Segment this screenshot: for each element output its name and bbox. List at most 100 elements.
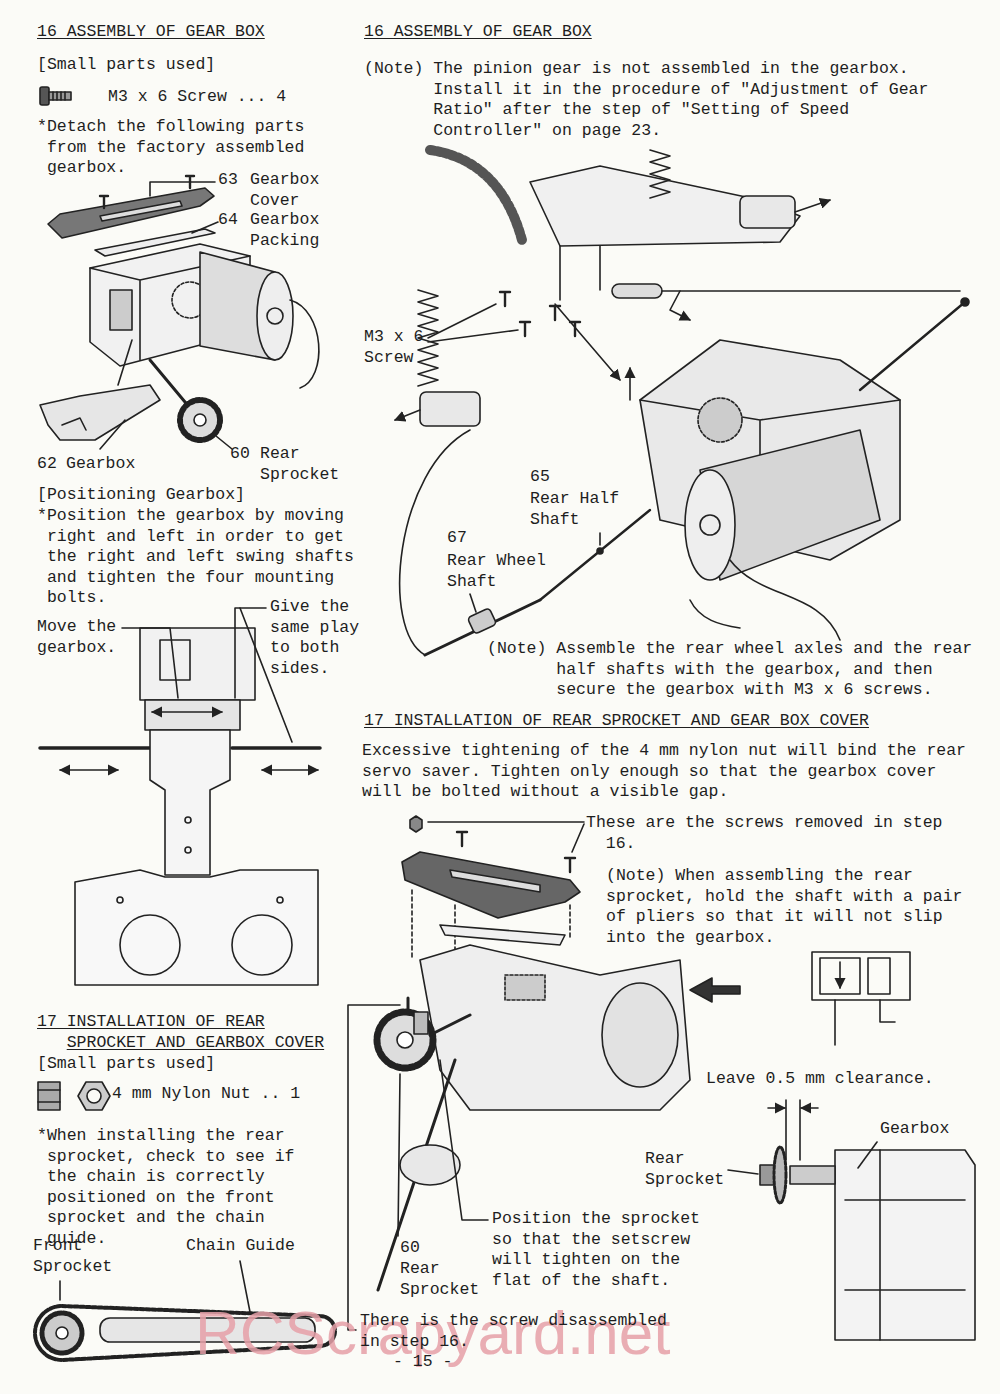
rear-end-illustration-part: [740, 196, 795, 228]
rear-end-illustration-part: [420, 392, 480, 426]
chain-guide-illustration-part: [56, 1327, 68, 1339]
rear-end-illustration-part: [700, 515, 720, 535]
callout-text: These are the screws removed in step 16.: [586, 813, 957, 854]
nut-icon-part: [87, 1089, 101, 1103]
sprocket-cover-illustration-part: [348, 1005, 400, 1330]
parts-heading: [Small parts used]: [37, 1054, 215, 1075]
positioning-illustration-part: [140, 628, 255, 700]
rear-end-illustration-part: [662, 290, 960, 292]
sprocket-cover-illustration-part: [858, 1142, 877, 1168]
section-heading: 16 ASSEMBLY OF GEAR BOX: [37, 22, 265, 43]
nut-icon: [38, 1082, 110, 1110]
positioning-illustration-part: [60, 769, 118, 771]
positioning-illustration-part: [117, 897, 123, 903]
part-name: Gearbox: [66, 454, 135, 475]
callout-number: 65: [530, 467, 550, 488]
note-text: (Note) The pinion gear is not assembled …: [364, 59, 953, 141]
rear-end-illustration-part: [698, 398, 742, 442]
gearbox-illustration-part: [180, 400, 220, 440]
part-name: M3 x 6 Screw: [364, 327, 433, 368]
sprocket-cover-illustration-part: [845, 1150, 965, 1340]
rear-end-illustration-part: [730, 560, 840, 640]
rear-end-illustration-part: [597, 548, 603, 554]
sprocket-cover-illustration-part: [565, 858, 575, 872]
callout-number: 62: [37, 454, 57, 475]
part-name: Front Sprocket: [33, 1236, 122, 1277]
nut-icon-part: [38, 1082, 60, 1110]
sprocket-cover-illustration-part: [402, 852, 580, 918]
rear-end-illustration-part: [520, 322, 530, 336]
rear-end-illustration-part: [961, 298, 969, 306]
gearbox-illustration-part: [100, 196, 108, 208]
sprocket-cover-illustration-part: [835, 1000, 895, 1045]
parts-list-item: M3 x 6 Screw ... 4: [108, 87, 286, 108]
parts-list-item: 4 mm Nylon Nut .. 1: [112, 1084, 300, 1105]
section-heading: 17 INSTALLATION OF REAR SPROCKET AND GEA…: [364, 711, 869, 732]
sprocket-cover-illustration-part: [450, 870, 540, 892]
rear-end-illustration-part: [470, 594, 476, 612]
positioning-illustration-part: [75, 870, 318, 985]
positioning-illustration-part: [120, 915, 180, 975]
sprocket-cover-illustration-part: [602, 983, 678, 1087]
sprocket-cover-illustration-part: [790, 1166, 835, 1184]
screw-icon-part: [53, 92, 65, 100]
sprocket-cover-illustration-part: [868, 958, 890, 994]
sprocket-cover-illustration-part: [398, 1074, 400, 1236]
gearbox-illustration-part: [40, 385, 160, 440]
callout-number: 67: [447, 528, 467, 549]
gearbox-illustration-part: [118, 340, 132, 385]
sprocket-cover-illustration-part: [440, 1060, 488, 1220]
gearbox-illustration-part: [194, 414, 206, 426]
instruction-text: *When installing the rear sprocket, chec…: [37, 1126, 329, 1249]
positioning-illustration-part: [150, 730, 230, 875]
rear-end-illustration-part: [650, 150, 670, 198]
sprocket-cover-illustration-part: [428, 822, 584, 852]
sprocket-cover-illustration-part: [690, 978, 740, 1002]
gearbox-illustration-part: [150, 182, 215, 196]
callout-text: Move the gearbox.: [37, 617, 126, 658]
positioning-illustration-part: [277, 897, 283, 903]
rear-end-illustration-part: [555, 304, 620, 380]
section-heading: 17 INSTALLATION OF REAR SPROCKET AND GEA…: [37, 1012, 334, 1053]
positioning-illustration-part: [152, 711, 222, 713]
rear-end-illustration: [395, 150, 969, 655]
gearbox-illustration-part: [192, 222, 218, 233]
sprocket-cover-illustration-part: [835, 1150, 975, 1340]
note-text: (Note) Assemble the rear wheel axles and…: [487, 639, 976, 701]
part-name: Rear Sprocket: [260, 444, 349, 485]
instruction-text: *Detach the following parts from the fac…: [37, 117, 324, 179]
positioning-illustration-part: [122, 628, 178, 698]
sprocket-cover-illustration-part: [420, 945, 690, 1110]
positioning-illustration-part: [185, 847, 191, 853]
rear-end-illustration-part: [395, 410, 420, 420]
sprocket-cover-illustration-part: [410, 816, 422, 832]
part-name: Rear Wheel Shaft: [447, 551, 556, 592]
sprocket-cover-illustration-part: [812, 952, 910, 1000]
sprocket-cover-illustration-part: [440, 925, 565, 945]
gearbox-illustration-part: [267, 308, 283, 324]
rear-end-illustration-part: [599, 533, 601, 545]
gearbox-illustration-part: [100, 420, 125, 449]
sprocket-cover-illustration-part: [774, 1147, 786, 1203]
sprocket-cover-illustration-part: [760, 1165, 774, 1185]
gearbox-illustration-part: [290, 300, 319, 388]
sprocket-cover-illustration-part: [377, 1012, 433, 1068]
callout-text: There is the screw disassembled in step …: [360, 1311, 682, 1352]
sprocket-cover-illustration-part: [400, 1145, 460, 1185]
sprocket-cover-illustration-part: [839, 962, 841, 988]
positioning-illustration-part: [185, 817, 191, 823]
part-name: Gearbox Packing: [250, 210, 329, 251]
sprocket-cover-illustration-part: [786, 1100, 800, 1160]
dimension-label: Leave 0.5 mm clearance.: [706, 1069, 934, 1090]
rear-end-illustration-part: [690, 600, 740, 628]
rear-end-illustration-part: [612, 284, 662, 298]
sprocket-cover-illustration-part: [801, 1107, 818, 1109]
section-heading: 16 ASSEMBLY OF GEAR BOX: [364, 22, 592, 43]
part-name: Rear Sprocket: [645, 1149, 734, 1190]
part-name: Chain Guide: [186, 1236, 295, 1257]
page-number: - 15 -: [393, 1352, 452, 1373]
rear-end-illustration-part: [500, 292, 510, 306]
sprocket-cover-illustration-part: [430, 1015, 470, 1035]
gearbox-illustration-part: [110, 290, 132, 330]
chain-guide-illustration-part: [42, 1313, 82, 1353]
